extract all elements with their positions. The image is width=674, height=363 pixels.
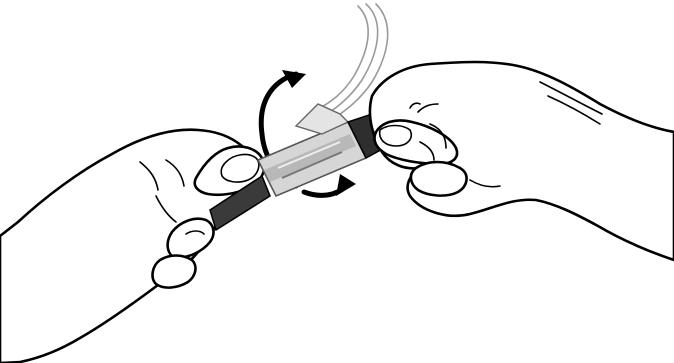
left-hand <box>0 130 264 363</box>
right-hand <box>370 62 674 260</box>
